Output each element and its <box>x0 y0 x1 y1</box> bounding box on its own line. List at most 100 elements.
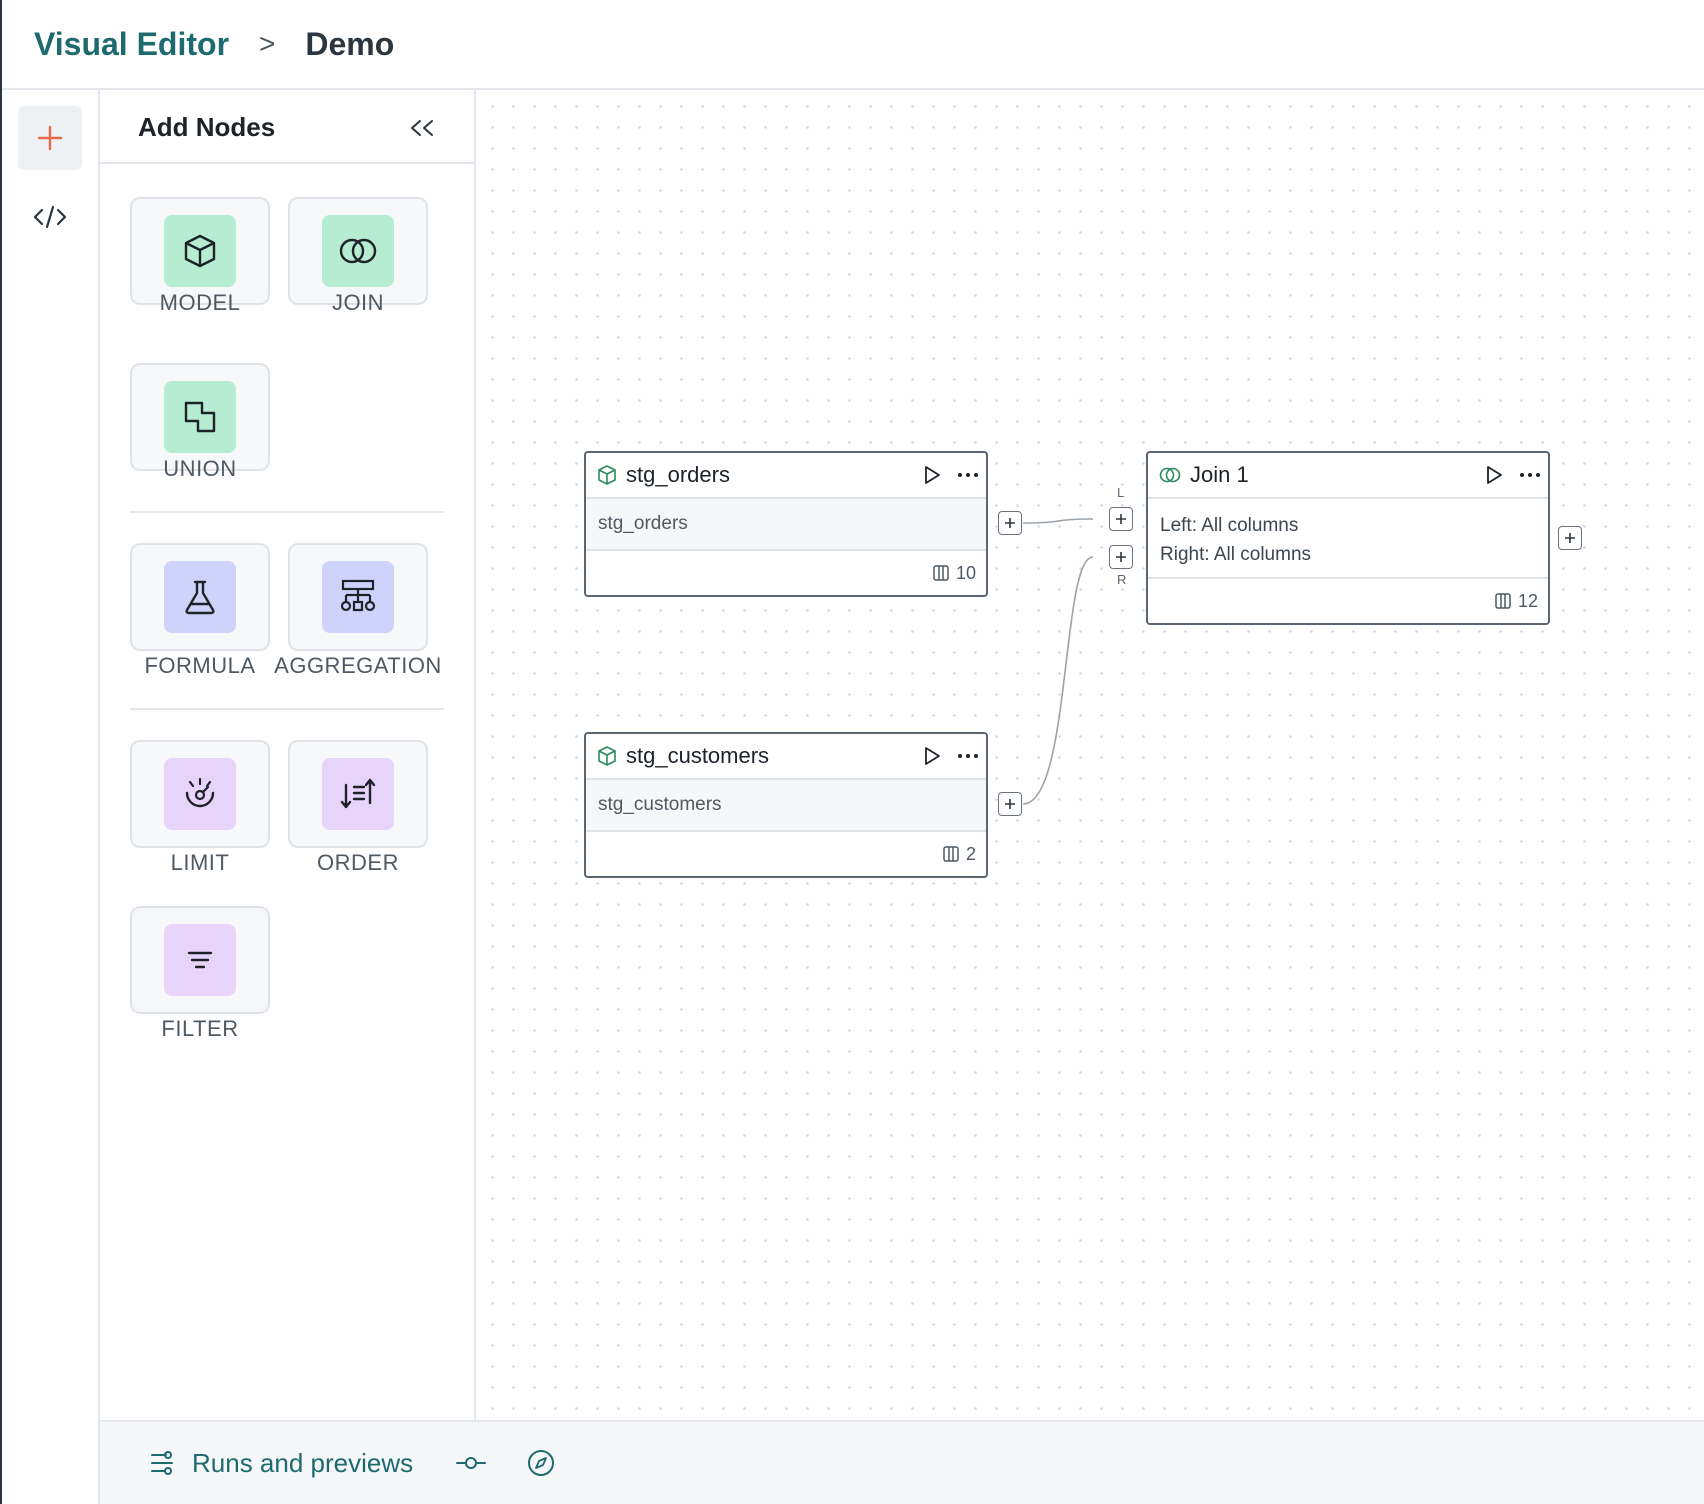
node-source: stg_customers <box>598 794 722 815</box>
join-left-columns: Left: All columns <box>1160 515 1299 536</box>
tile-label-join: JOIN <box>331 290 385 315</box>
limit-icon <box>185 777 215 808</box>
more-horizontal-icon <box>1520 473 1540 477</box>
node-tile-aggregation[interactable] <box>288 543 428 651</box>
tile-icon-bg <box>322 758 394 830</box>
canvas-node-stg-customers[interactable]: stg_customers stg_customers 2 <box>584 732 988 878</box>
node-body: Left: All columns Right: All columns <box>1148 499 1548 579</box>
node-title: stg_orders <box>626 462 730 487</box>
join-icon <box>339 238 377 264</box>
run-node-button[interactable] <box>914 457 950 493</box>
output-port-stg-customers[interactable] <box>998 792 1022 816</box>
run-node-button[interactable] <box>914 738 950 774</box>
columns-icon <box>943 846 959 862</box>
collapse-panel-button[interactable] <box>402 108 442 148</box>
columns-icon <box>1495 593 1511 609</box>
panel-header: Add Nodes <box>100 90 474 164</box>
plus-icon <box>1116 514 1126 524</box>
node-menu-button[interactable] <box>950 457 986 493</box>
node-header: Join 1 <box>1148 453 1548 499</box>
output-port-stg-orders[interactable] <box>998 511 1022 535</box>
filter-icon <box>187 951 213 969</box>
node-menu-button[interactable] <box>1512 457 1548 493</box>
play-icon <box>925 747 940 765</box>
edge-layer <box>1022 518 1094 805</box>
tool-rail <box>2 90 100 1504</box>
tile-label-model: MODEL <box>159 290 241 315</box>
flow-canvas[interactable]: stg_orders stg_orders 10 stg_customers <box>476 90 1704 1420</box>
cube-icon <box>598 465 616 485</box>
run-node-button[interactable] <box>1476 457 1512 493</box>
join-left-input-port[interactable] <box>1109 507 1133 531</box>
panel-divider <box>130 511 444 513</box>
runs-icon <box>151 1451 173 1475</box>
tile-label-limit: LIMIT <box>170 850 230 875</box>
node-tile-join[interactable] <box>288 197 428 305</box>
node-title: Join 1 <box>1190 462 1249 487</box>
tile-icon-bg <box>164 758 236 830</box>
plus-icon <box>37 125 63 151</box>
node-footer: 2 <box>586 832 986 876</box>
join-icon <box>1159 467 1181 483</box>
breadcrumb-root[interactable]: Visual Editor <box>34 25 230 62</box>
double-chevron-left-icon <box>411 120 433 136</box>
explore-button[interactable] <box>521 1443 561 1483</box>
plus-icon <box>1565 533 1575 543</box>
columns-icon <box>933 565 949 581</box>
breadcrumb-page: Demo <box>305 25 395 62</box>
tile-label-formula: FORMULA <box>144 653 256 678</box>
panel-title: Add Nodes <box>138 112 276 142</box>
tile-icon-bg <box>164 215 236 287</box>
tile-icon-bg <box>322 561 394 633</box>
commit-button[interactable] <box>451 1443 491 1483</box>
node-body: stg_customers <box>586 780 986 832</box>
node-tile-order[interactable] <box>288 740 428 848</box>
output-port-join-1[interactable] <box>1558 526 1582 550</box>
tile-icon-bg <box>164 381 236 453</box>
node-header: stg_customers <box>586 734 986 780</box>
more-horizontal-icon <box>958 754 978 758</box>
node-tile-formula[interactable] <box>130 543 270 651</box>
canvas-node-join-1[interactable]: Join 1 Left: All columns Right: All colu… <box>1146 451 1550 625</box>
commit-icon <box>456 1457 487 1469</box>
tile-label-order: ORDER <box>317 850 399 875</box>
compass-icon <box>528 1450 555 1476</box>
edge-orders-to-join-left <box>1022 518 1094 524</box>
flask-icon <box>185 580 215 615</box>
join-left-port-label: L <box>1117 485 1125 500</box>
header: Visual Editor > Demo <box>2 0 1704 90</box>
node-title: stg_customers <box>626 743 770 768</box>
runs-and-previews-button[interactable]: Runs and previews <box>146 1447 413 1479</box>
tile-label-filter: FILTER <box>161 1016 239 1041</box>
code-icon <box>33 205 67 229</box>
join-right-input-port[interactable] <box>1109 545 1133 569</box>
node-footer: 12 <box>1148 579 1548 623</box>
plus-icon <box>1005 799 1015 809</box>
tile-icon-bg <box>322 215 394 287</box>
node-tile-model[interactable] <box>130 197 270 305</box>
edge-customers-to-join-right <box>1022 556 1094 805</box>
tile-icon-bg <box>164 561 236 633</box>
node-tile-limit[interactable] <box>130 740 270 848</box>
plus-icon <box>1116 552 1126 562</box>
column-count: 12 <box>1517 590 1538 611</box>
node-menu-button[interactable] <box>950 738 986 774</box>
add-nodes-panel: Add Nodes MODEL JOIN UNION FORMULA <box>100 90 476 1420</box>
column-count: 10 <box>955 562 976 583</box>
join-right-port-label: R <box>1117 572 1127 587</box>
add-nodes-button[interactable] <box>18 106 82 170</box>
column-count: 2 <box>965 843 976 864</box>
node-header: stg_orders <box>586 453 986 499</box>
node-source: stg_orders <box>598 513 688 534</box>
node-footer: 10 <box>586 551 986 595</box>
code-view-button[interactable] <box>18 185 82 249</box>
node-tile-filter[interactable] <box>130 906 270 1014</box>
join-right-columns: Right: All columns <box>1160 544 1312 565</box>
canvas-node-stg-orders[interactable]: stg_orders stg_orders 10 <box>584 451 988 597</box>
node-tile-union[interactable] <box>130 363 270 471</box>
play-icon <box>925 466 940 484</box>
runs-label: Runs and previews <box>192 1447 414 1478</box>
sort-icon <box>340 778 376 809</box>
cube-icon <box>598 746 616 766</box>
tile-label-aggregation: AGGREGATION <box>274 653 442 678</box>
